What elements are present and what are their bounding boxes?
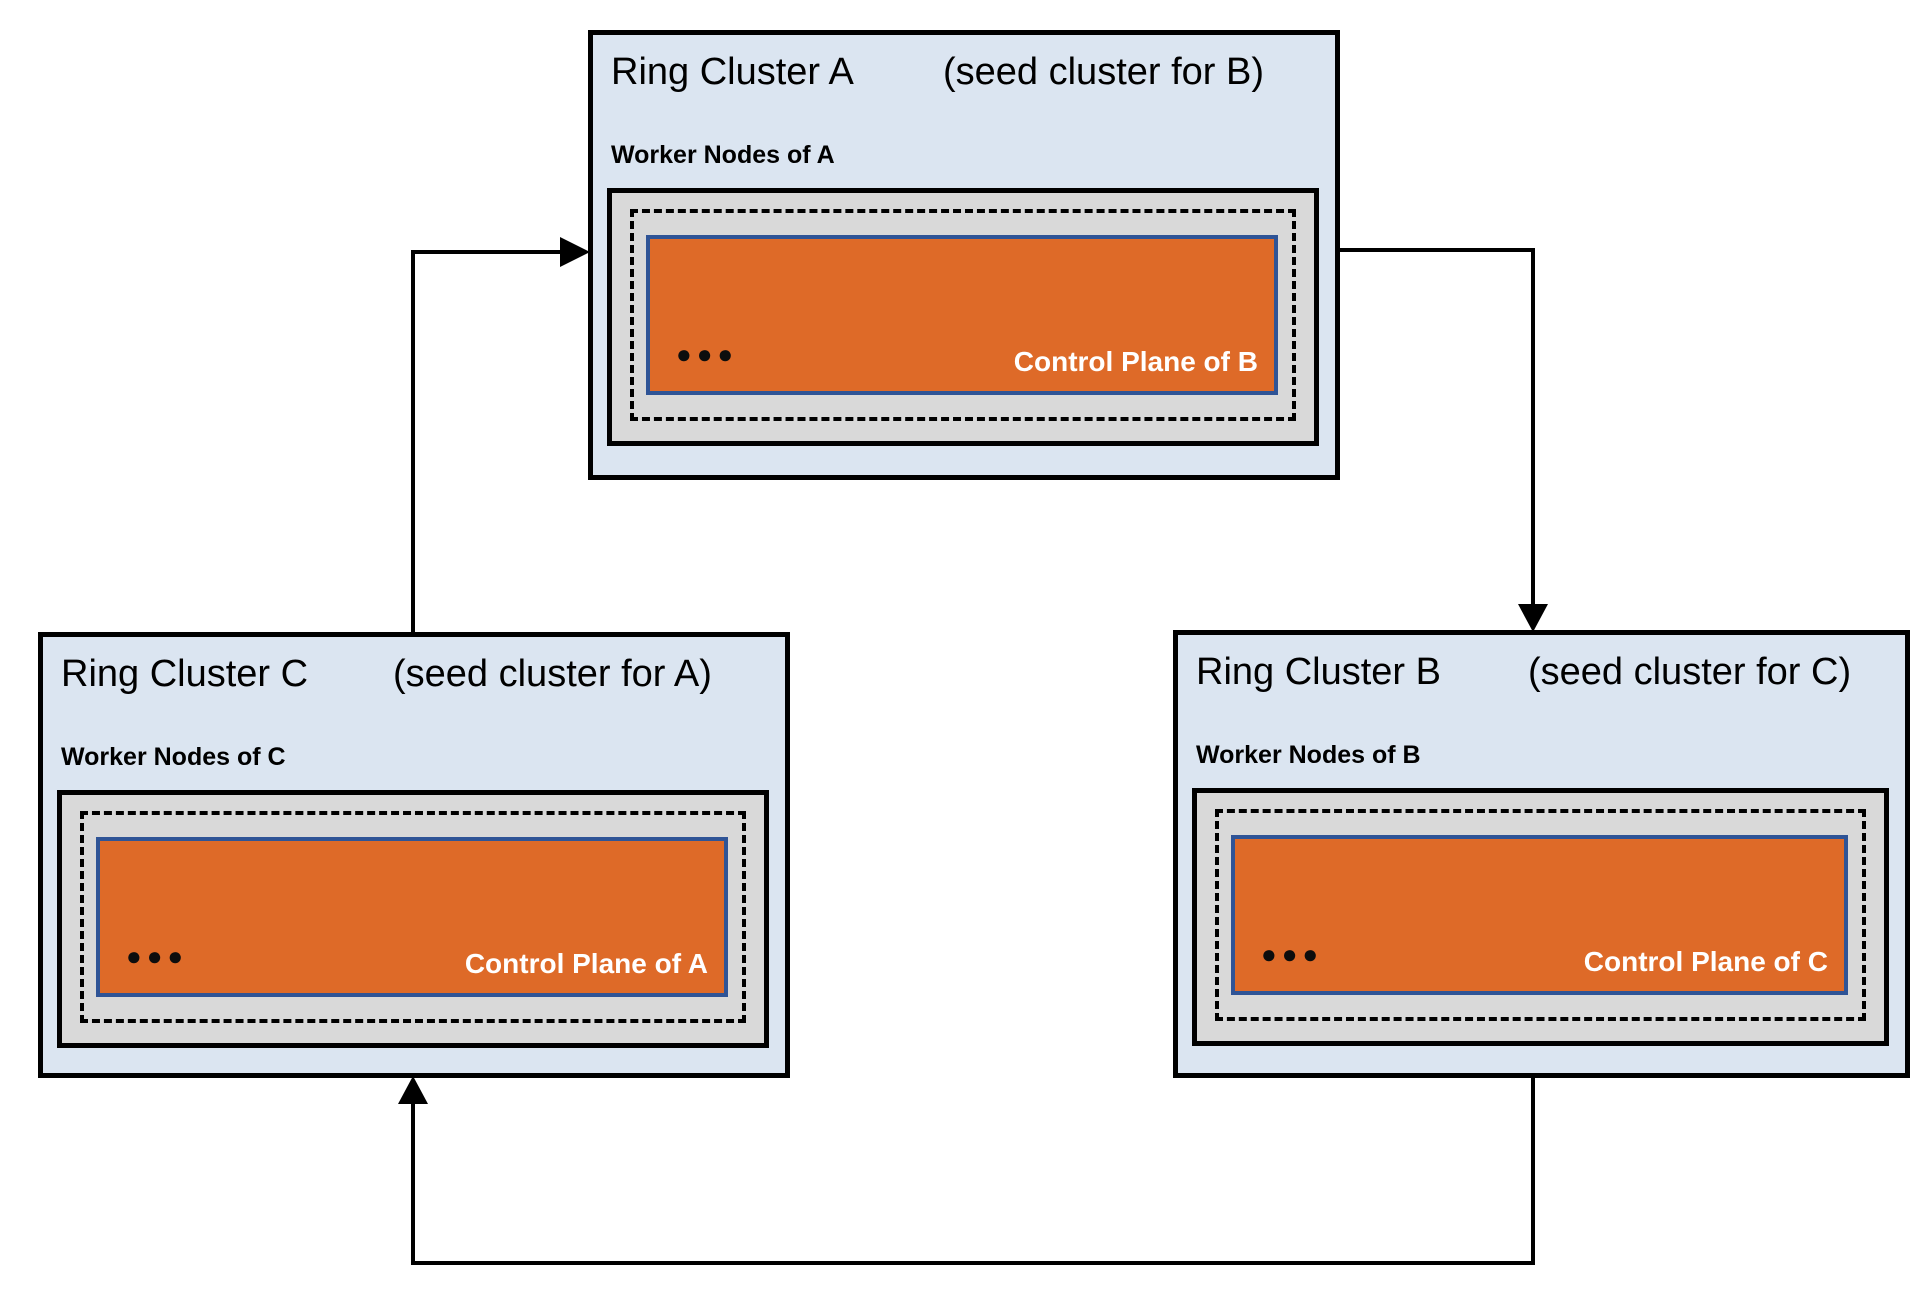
cluster-b-worker-nodes-box: ●●● Control Plane of C [1192,788,1889,1046]
cluster-a-control-plane-label: Control Plane of B [1013,346,1258,378]
cluster-b-control-plane-label: Control Plane of C [1583,946,1828,978]
cluster-b-title: Ring Cluster B [1196,651,1441,693]
cluster-a-seed-note: (seed cluster for B) [943,51,1264,93]
cluster-b-hosted-control-plane: ●●● Control Plane of C [1231,835,1848,995]
cluster-c-hosted-control-plane: ●●● Control Plane of A [96,837,728,997]
cluster-b-seed-note: (seed cluster for C) [1528,651,1852,693]
cluster-a-hosted-control-plane: ●●● Control Plane of B [646,235,1278,395]
cluster-a-dashed-boundary: ●●● Control Plane of B [630,209,1296,421]
cluster-a-worker-nodes-box: ●●● Control Plane of B [607,188,1319,446]
arrow-b-to-c [398,1076,1535,1265]
cluster-a-worker-label: Worker Nodes of A [611,141,835,169]
ellipsis-dots-icon: ●●● [1261,939,1324,969]
cluster-c-worker-label: Worker Nodes of C [61,743,286,771]
cluster-a-title: Ring Cluster A [611,51,854,93]
cluster-c-title: Ring Cluster C [61,653,309,695]
cluster-c-seed-note: (seed cluster for A) [393,653,712,695]
ellipsis-dots-icon: ●●● [676,339,739,369]
cluster-b-worker-label: Worker Nodes of B [1196,741,1421,769]
cluster-c-control-plane-label: Control Plane of A [464,948,708,980]
arrow-c-to-a [411,237,590,632]
cluster-c-worker-nodes-box: ●●● Control Plane of A [57,790,769,1048]
cluster-box-c: Ring Cluster C (seed cluster for A) Work… [38,632,790,1078]
cluster-box-b: Ring Cluster B (seed cluster for C) Work… [1173,630,1910,1078]
cluster-box-a: Ring Cluster A (seed cluster for B) Work… [588,30,1340,480]
arrow-a-to-b [1340,248,1548,632]
cluster-b-dashed-boundary: ●●● Control Plane of C [1215,809,1866,1021]
cluster-c-dashed-boundary: ●●● Control Plane of A [80,811,746,1023]
ellipsis-dots-icon: ●●● [126,941,189,971]
